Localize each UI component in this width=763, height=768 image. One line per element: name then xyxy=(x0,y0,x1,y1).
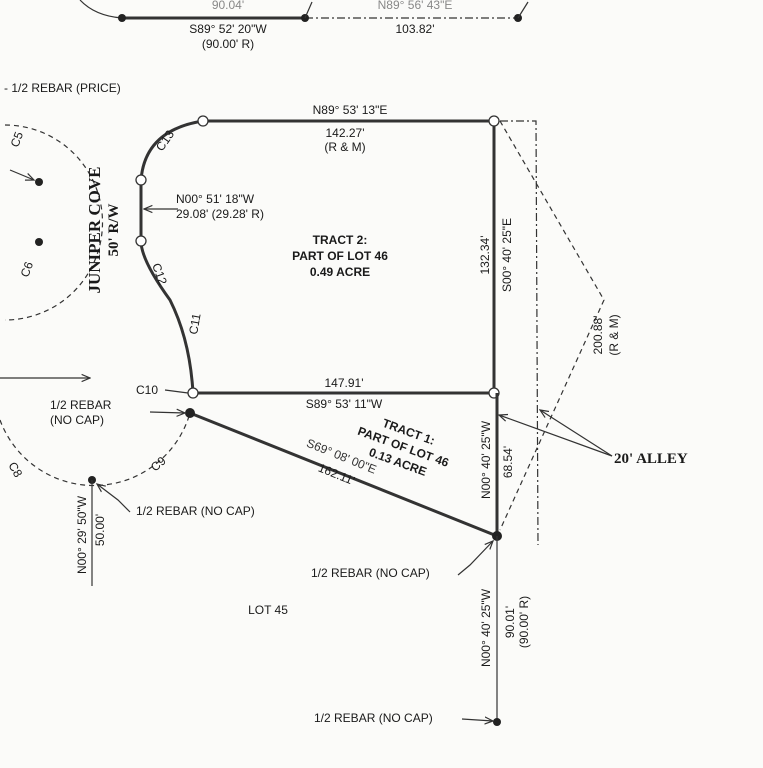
monument xyxy=(118,14,126,22)
bearing-label: N00° 40' 25"W xyxy=(479,588,493,667)
rebar-label: 1/2 REBAR (NO CAP) xyxy=(314,711,433,725)
curve-label: C11 xyxy=(186,312,204,336)
tract2-area: 0.49 ACRE xyxy=(310,265,370,279)
rebar-label: (NO CAP) xyxy=(50,413,104,427)
dist-label: 142.27' xyxy=(326,126,365,140)
tract2-title: TRACT 2: xyxy=(313,233,368,247)
rebar-price-label: - 1/2 REBAR (PRICE) xyxy=(4,81,121,95)
dist-label: 147.91' xyxy=(325,376,364,390)
dist-label: 90.01' xyxy=(503,606,517,638)
lower-arc xyxy=(0,412,191,487)
tract2-part: PART OF LOT 46 xyxy=(292,249,388,263)
dist-label: 68.54' xyxy=(501,446,515,478)
alley-label: 20' ALLEY xyxy=(614,451,688,467)
rebar-label: 1/2 REBAR (NO CAP) xyxy=(136,504,255,518)
faded-dist: 90.04' xyxy=(212,0,244,12)
dist-label: 29.08' (29.28' R) xyxy=(176,207,264,221)
bearing-label: N00° 51' 18"W xyxy=(176,192,255,206)
rebar-label: 1/2 REBAR (NO CAP) xyxy=(311,566,430,580)
curve-label: C12 xyxy=(149,261,170,287)
tract2-boundary xyxy=(139,119,496,395)
faded-bearing: N89° 56' 43"E xyxy=(378,0,453,12)
record-label: (90.00' R) xyxy=(517,596,531,648)
rebar-label: 1/2 REBAR xyxy=(50,398,112,412)
curve-label: C8 xyxy=(5,460,25,481)
top-curve xyxy=(79,0,123,19)
street-row: 50' R/W xyxy=(106,204,122,257)
note-label: (R & M) xyxy=(607,314,621,355)
dist-label: 200.88' xyxy=(591,316,605,355)
bearing-label: S89° 52' 20"W xyxy=(189,22,267,36)
bearing-label: S00° 40' 25"E xyxy=(500,218,514,292)
lot45-label: LOT 45 xyxy=(248,603,288,617)
curve-label: C9 xyxy=(148,454,169,475)
note-label: (R & M) xyxy=(324,140,365,154)
bearing-label: N00° 40' 25"W xyxy=(479,420,493,499)
street-name: JUNIPER COVE xyxy=(85,166,104,293)
dist-label: 103.82' xyxy=(396,22,435,36)
alley-line xyxy=(500,120,539,546)
curve-label: C10 xyxy=(136,383,158,397)
alley-chord xyxy=(499,120,605,531)
dist-label: 132.34' xyxy=(478,236,492,275)
bearing-label: N00° 29' 50"W xyxy=(75,495,89,574)
bearing-label: S89° 53' 11"W xyxy=(306,397,383,411)
bearing-label: N89° 53' 13"E xyxy=(313,103,388,117)
cul-de-sac-arc xyxy=(4,124,104,321)
curve-label: C5 xyxy=(8,130,27,150)
dist-label: 50.00' xyxy=(93,514,107,546)
curve-label: C6 xyxy=(18,260,37,280)
record-label: (90.00' R) xyxy=(202,37,254,51)
